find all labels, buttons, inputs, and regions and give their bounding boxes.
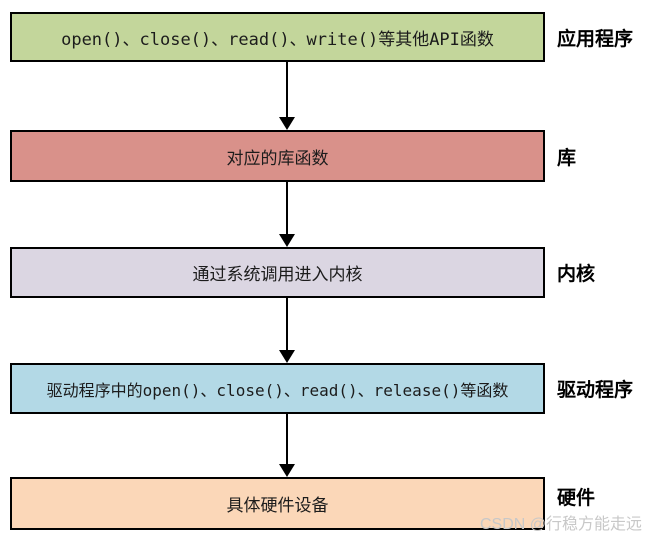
arrow-line-3 bbox=[286, 298, 288, 351]
layer-label-application: 应用程序 bbox=[557, 28, 634, 50]
layer-label-kernel: 内核 bbox=[557, 264, 596, 285]
arrow-down-icon bbox=[279, 117, 295, 130]
layer-label-driver: 驱动程序 bbox=[557, 380, 634, 401]
arrow-down-icon bbox=[279, 350, 295, 363]
flow-box-kernel: 通过系统调用进入内核 bbox=[10, 247, 545, 298]
layer-label-library: 库 bbox=[557, 147, 577, 169]
flow-box-library: 对应的库函数 bbox=[10, 130, 545, 182]
arrow-down-icon bbox=[279, 234, 295, 247]
arrow-line-2 bbox=[286, 182, 288, 235]
csdn-watermark: CSDN @行稳方能走远 bbox=[479, 516, 642, 533]
flow-box-hardware: 具体硬件设备 bbox=[10, 477, 545, 530]
arrow-line-1 bbox=[286, 62, 288, 118]
flow-box-driver: 驱动程序中的open()、close()、read()、release()等函数 bbox=[10, 363, 545, 414]
arrow-line-4 bbox=[286, 414, 288, 465]
arrow-down-icon bbox=[279, 464, 295, 477]
flow-box-application: open()、close()、read()、write()等其他API函数 bbox=[10, 12, 545, 62]
layer-label-hardware: 硬件 bbox=[557, 487, 596, 509]
